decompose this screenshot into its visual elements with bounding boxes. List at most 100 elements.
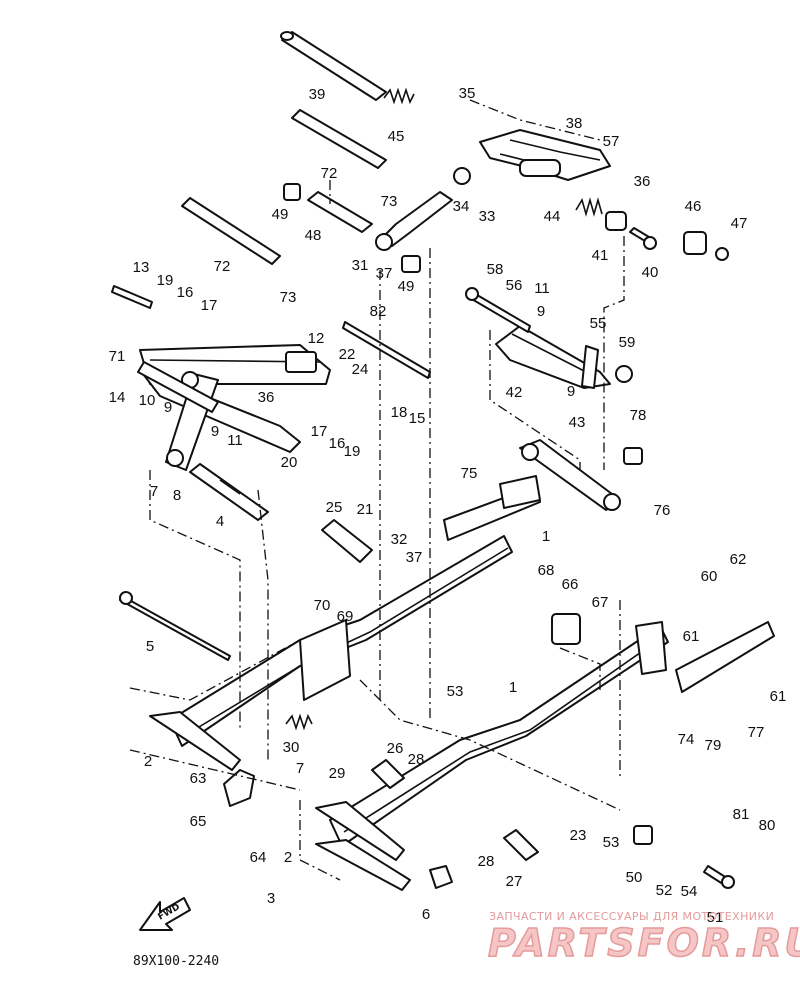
callout-9c: 9 xyxy=(567,383,575,400)
callout-77: 77 xyxy=(748,724,765,741)
callout-51: 51 xyxy=(707,909,724,926)
callout-28b: 28 xyxy=(478,853,495,870)
callout-47: 47 xyxy=(731,215,748,232)
bolt-5 xyxy=(119,591,231,661)
slide-rail-right xyxy=(329,621,669,847)
collar-78 xyxy=(623,447,643,465)
callout-37b: 37 xyxy=(406,549,423,566)
bracket-50 xyxy=(633,825,653,845)
callout-8: 8 xyxy=(173,487,181,504)
callout-40: 40 xyxy=(642,264,659,281)
callout-14: 14 xyxy=(109,389,126,406)
callout-50: 50 xyxy=(626,869,643,886)
callout-43: 43 xyxy=(569,414,586,431)
assembly-lines xyxy=(129,99,625,881)
callout-66: 66 xyxy=(562,576,579,593)
callout-24: 24 xyxy=(352,361,369,378)
plate-74 xyxy=(675,621,775,693)
shaft-14 xyxy=(137,361,219,413)
callout-61b: 61 xyxy=(770,688,787,705)
callout-13: 13 xyxy=(133,259,150,276)
callout-15: 15 xyxy=(409,410,426,427)
callout-26: 26 xyxy=(387,740,404,757)
callout-46: 46 xyxy=(685,198,702,215)
callout-68: 68 xyxy=(538,562,555,579)
callout-64: 64 xyxy=(250,849,267,866)
bolt-40 xyxy=(629,227,657,250)
callout-23: 23 xyxy=(570,827,587,844)
callout-17: 17 xyxy=(201,297,218,314)
callout-62: 62 xyxy=(730,551,747,568)
callout-28: 28 xyxy=(408,751,425,768)
shaft-76 xyxy=(519,439,621,511)
callout-56: 56 xyxy=(506,277,523,294)
callout-16: 16 xyxy=(177,284,194,301)
callout-48: 48 xyxy=(305,227,322,244)
callout-72b: 72 xyxy=(214,258,231,275)
spring-44 xyxy=(575,197,603,217)
callout-37: 37 xyxy=(376,265,393,282)
arm-38 xyxy=(479,129,611,181)
callout-1b: 1 xyxy=(509,679,517,696)
callout-53: 53 xyxy=(447,683,464,700)
callout-45: 45 xyxy=(388,128,405,145)
callout-42: 42 xyxy=(506,384,523,401)
callout-2b: 2 xyxy=(284,849,292,866)
callout-69: 69 xyxy=(337,608,354,625)
callout-9: 9 xyxy=(537,303,545,320)
stopper-63 xyxy=(223,769,255,807)
diagram-code: 89X100-2240 xyxy=(133,954,219,969)
callout-80: 80 xyxy=(759,817,776,834)
nut-47 xyxy=(715,247,729,261)
callout-82: 82 xyxy=(370,303,387,320)
callout-2: 2 xyxy=(144,753,152,770)
callout-5: 5 xyxy=(146,638,154,655)
callout-21: 21 xyxy=(357,501,374,518)
collar-27 xyxy=(503,829,539,861)
callout-11b: 11 xyxy=(227,432,243,449)
callout-70: 70 xyxy=(314,597,331,614)
collar-49 xyxy=(283,183,421,273)
callout-20: 20 xyxy=(281,454,298,471)
cap-6 xyxy=(429,865,453,889)
callout-41: 41 xyxy=(592,247,609,264)
callout-18: 18 xyxy=(391,404,408,421)
callout-63: 63 xyxy=(190,770,207,787)
bracket-66 xyxy=(551,613,581,645)
shaft-72-lower xyxy=(181,197,281,265)
callout-17b: 17 xyxy=(311,423,328,440)
callout-7b: 7 xyxy=(296,760,304,777)
callout-39: 39 xyxy=(309,86,326,103)
wear-strip-left xyxy=(149,711,241,771)
callout-4: 4 xyxy=(216,513,224,530)
slide-rail-left xyxy=(169,535,513,747)
callout-71: 71 xyxy=(109,348,126,365)
callout-78: 78 xyxy=(630,407,647,424)
spring-45 xyxy=(383,87,415,105)
callout-49: 49 xyxy=(272,206,289,223)
callout-54: 54 xyxy=(681,883,698,900)
plate-75 xyxy=(443,475,541,541)
callout-49b: 49 xyxy=(398,278,415,295)
callout-16b: 16 xyxy=(329,435,346,452)
wear-strip-right xyxy=(315,801,411,891)
callout-27: 27 xyxy=(506,873,523,890)
bracket-46 xyxy=(683,231,707,255)
callout-52: 52 xyxy=(656,882,673,899)
bolt-82 xyxy=(342,321,431,379)
callout-36: 36 xyxy=(634,173,651,190)
callout-9d: 9 xyxy=(211,423,219,440)
callout-34: 34 xyxy=(453,198,470,215)
callout-29: 29 xyxy=(329,765,346,782)
callout-59: 59 xyxy=(619,334,636,351)
callout-72: 72 xyxy=(321,165,338,182)
bolt-58 xyxy=(465,287,531,333)
collar-26 xyxy=(371,759,405,789)
callout-labels: 39 45 35 38 57 36 72 73 34 33 46 47 44 4… xyxy=(109,85,787,926)
callout-44: 44 xyxy=(544,208,561,225)
callout-76: 76 xyxy=(654,502,671,519)
callout-65: 65 xyxy=(190,813,207,830)
shaft-72-upper xyxy=(291,109,387,169)
callout-32: 32 xyxy=(391,531,408,548)
